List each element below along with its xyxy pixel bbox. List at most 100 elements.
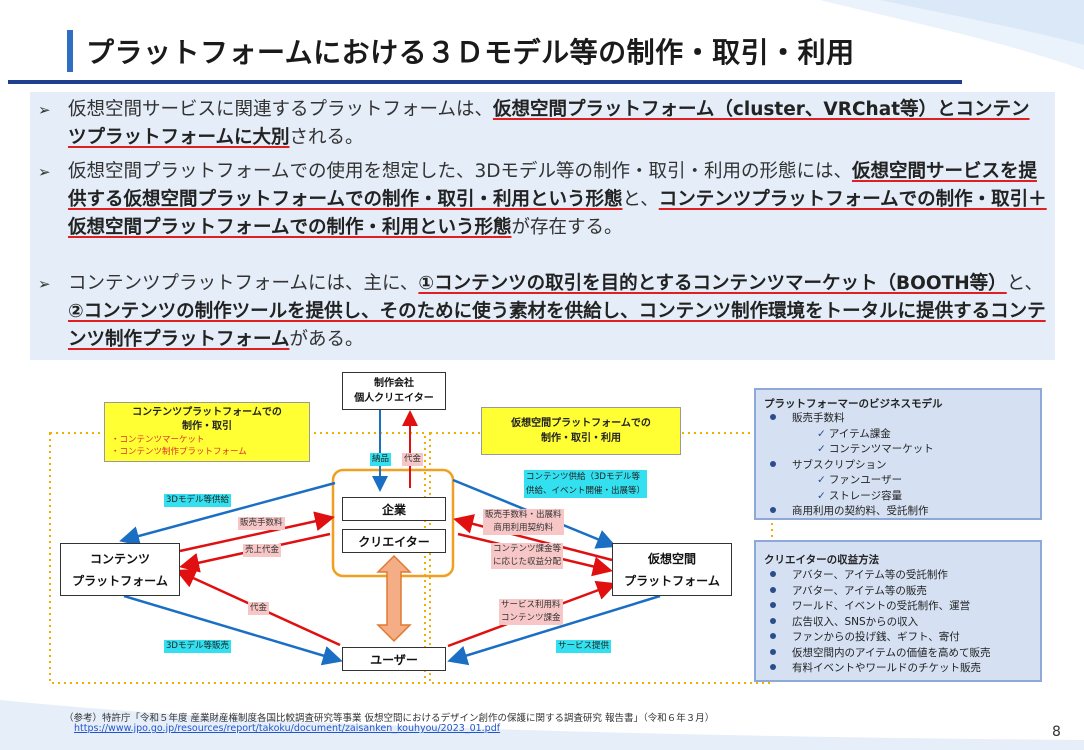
- bullet-text: コンテンツプラットフォームには、主に、: [68, 273, 419, 294]
- list-item-text: 有料イベントやワールドのチケット販売: [792, 662, 981, 674]
- right-region-border: [429, 432, 773, 684]
- label-sales-proceeds: 売上代金: [243, 544, 282, 557]
- label-model-sales: 3Dモデル等販売: [164, 640, 231, 653]
- list-item-text: ファンからの投げ銭、ギフト、寄付: [792, 631, 960, 643]
- list-item: ✓コンテンツマーケット: [764, 442, 1032, 458]
- bullet-text: 仮想空間プラットフォームでの使用を想定した、3Dモデル等の制作・取引・利用の形態…: [68, 161, 852, 182]
- bullet-dot-icon: [770, 648, 776, 655]
- list-item: 広告収入、SNSからの収入: [764, 615, 1032, 631]
- check-icon: ✓: [817, 427, 826, 440]
- content-platform-note: コンテンツプラットフォームでの 制作・取引 ・コンテンツマーケット ・コンテンツ…: [104, 402, 310, 462]
- bullet-text: と、: [1006, 273, 1043, 294]
- bullet-dot-icon: [770, 617, 776, 624]
- bullet-dot-icon: [770, 633, 776, 639]
- panel-title: プラットフォーマーのビジネスモデル: [764, 398, 943, 410]
- note-title: 仮想空間プラットフォームでの: [511, 418, 651, 429]
- panel-title: クリエイターの収益方法: [764, 554, 880, 566]
- bullet-arrow-icon: ➢: [38, 101, 51, 119]
- check-icon: ✓: [817, 489, 826, 502]
- list-item-text: ファンユーザー: [828, 474, 903, 486]
- bidirectional-arrow-icon: [376, 554, 412, 643]
- note-title: コンテンツプラットフォームでの: [132, 407, 282, 418]
- reference-note: （参考）特許庁「令和５年度 産業財産権制度各国比較調査研究等事業 仮想空間におけ…: [64, 713, 715, 724]
- reference-link[interactable]: https://www.jpo.go.jp/resources/report/t…: [74, 723, 501, 734]
- bullet-highlight: 仮想空間サービスを提供する仮想空間プラットフォームでの制作・取引・利用という形態: [68, 161, 1037, 210]
- list-item-text: ストレージ容量: [828, 489, 903, 502]
- note-title: 制作・取引: [182, 421, 232, 432]
- list-item: ✓アイテム課金: [764, 427, 1032, 443]
- check-icon: ✓: [817, 474, 826, 486]
- list-item-text: 広告収入、SNSからの収入: [792, 615, 919, 628]
- label-revenue-share: コンテンツ課金等 に応じた収益分配: [491, 543, 564, 569]
- content-platform-box: コンテンツ プラットフォーム: [60, 543, 180, 596]
- label-model-supply: 3Dモデル等供給: [164, 494, 231, 507]
- bullet-text: と、: [622, 189, 659, 210]
- list-item: ✓ファンユーザー: [764, 473, 1032, 489]
- list-item-text: アバター、アイテム等の販売: [792, 584, 927, 597]
- bullet-text: される。: [289, 127, 364, 148]
- check-icon: ✓: [817, 443, 826, 455]
- creator-box: クリエイター: [342, 529, 446, 553]
- creator-company-box: 制作会社 個人クリエイター: [342, 372, 446, 410]
- list-item: ワールド、イベントの受託制作、運営: [764, 599, 1032, 615]
- bullet-dot-icon: [770, 460, 776, 467]
- box-label: コンテンツ: [89, 551, 150, 566]
- page-title: プラットフォームにおける３Ｄモデル等の制作・取引・利用: [86, 36, 855, 69]
- label-content-supply: コンテンツ供給（3Dモデル等 供給、イベント開催・出展等）: [524, 470, 648, 498]
- bullet-highlight: 仮想空間プラットフォーム（cluster、VRChat等）とコンテンツプラットフ…: [68, 99, 1030, 148]
- list-item-text: 販売手数料: [792, 412, 845, 424]
- list-item: サブスクリプション: [764, 458, 1032, 474]
- list-item: アバター、アイテム等の販売: [764, 584, 1032, 600]
- bullet-highlight: ①コンテンツの取引を目的とするコンテンツマーケット（BOOTH等）: [418, 273, 1007, 294]
- creator-revenue-panel: クリエイターの収益方法 アバター、アイテム等の受託制作 アバター、アイテム等の販…: [754, 540, 1042, 682]
- box-label: 制作会社: [374, 378, 414, 389]
- label-payment-top: 代金: [402, 453, 424, 466]
- bullet-dot-icon: [770, 602, 776, 608]
- bullet-1: ➢ 仮想空間サービスに関連するプラットフォームは、仮想空間プラットフォーム（cl…: [38, 96, 1048, 152]
- bullet-highlight: ②コンテンツの制作ツールを提供し、そのために使う素材を供給し、コンテンツ制作環境…: [68, 301, 1046, 350]
- note-item: ・コンテンツマーケット: [111, 435, 205, 445]
- title-rule: [8, 80, 962, 84]
- bullet-text: がある。: [289, 329, 364, 350]
- list-item-text: サブスクリプション: [792, 458, 887, 471]
- virtual-platform-note: 仮想空間プラットフォームでの 制作・取引・利用: [481, 407, 681, 455]
- list-item: 有料イベントやワールドのチケット販売: [764, 661, 1032, 677]
- bullet-arrow-icon: ➢: [38, 275, 51, 293]
- bullet-dot-icon: [770, 571, 776, 577]
- title-accent-bar: [67, 30, 73, 72]
- label-fee-exhibit: 販売手数料・出展料 商用利用契約料: [483, 509, 564, 535]
- summary-bullets: ➢ 仮想空間サービスに関連するプラットフォームは、仮想空間プラットフォーム（cl…: [30, 92, 1055, 360]
- list-item-text: コンテンツマーケット: [828, 443, 934, 455]
- label-payment-user: 代金: [248, 602, 270, 615]
- bullet-3: ➢ コンテンツプラットフォームには、主に、①コンテンツの取引を目的とするコンテン…: [38, 270, 1048, 354]
- list-item: 販売手数料: [764, 411, 1032, 427]
- box-label: 仮想空間: [647, 551, 696, 566]
- bullet-highlight: コンテンツプラットフォームでの制作・取引＋仮想空間プラットフォームでの制作・利用…: [68, 189, 1047, 238]
- bullet-text: が存在する。: [511, 217, 623, 238]
- label-sales-fee: 販売手数料: [238, 517, 285, 530]
- box-label: プラットフォーム: [624, 573, 720, 588]
- bullet-text: 仮想空間サービスに関連するプラットフォームは、: [68, 99, 493, 120]
- label-service-fee: サービス利用料 コンテンツ課金: [499, 599, 563, 625]
- box-label: プラットフォーム: [72, 573, 168, 588]
- label-service-provision: サービス提供: [556, 640, 612, 653]
- bullet-dot-icon: [770, 414, 776, 420]
- bullet-dot-icon: [770, 586, 776, 593]
- list-item: 仮想空間内のアイテムの価値を高めて販売: [764, 646, 1032, 662]
- label-delivery: 納品: [370, 453, 392, 466]
- note-title: 制作・取引・利用: [541, 433, 621, 444]
- list-item-text: 商用利用の契約料、受託制作: [792, 505, 929, 517]
- page-number: 8: [1052, 724, 1061, 740]
- bullet-dot-icon: [770, 507, 776, 513]
- virtual-platform-box: 仮想空間 プラットフォーム: [612, 543, 732, 596]
- business-model-panel: プラットフォーマーのビジネスモデル 販売手数料 ✓アイテム課金 ✓コンテンツマー…: [754, 388, 1042, 520]
- list-item-text: ワールド、イベントの受託制作、運営: [792, 600, 971, 612]
- bullet-dot-icon: [770, 664, 776, 670]
- company-box: 企業: [342, 497, 446, 521]
- bullet-arrow-icon: ➢: [38, 163, 51, 181]
- list-item: アバター、アイテム等の受託制作: [764, 568, 1032, 584]
- list-item: ✓ストレージ容量: [764, 489, 1032, 505]
- box-label: 個人クリエイター: [354, 393, 434, 404]
- list-item-text: アバター、アイテム等の受託制作: [792, 569, 948, 581]
